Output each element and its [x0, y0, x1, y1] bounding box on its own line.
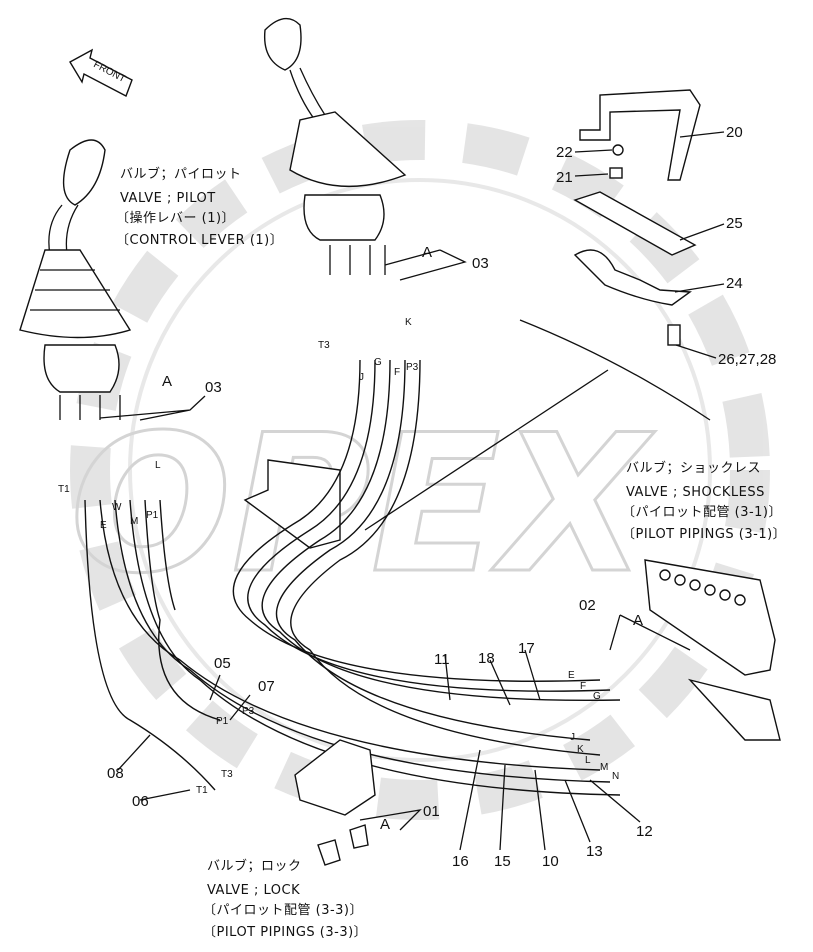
svg-text:〔パイロット配管 (3-3)〕: 〔パイロット配管 (3-3)〕	[203, 903, 363, 918]
svg-text:T1: T1	[58, 484, 70, 495]
svg-text:L: L	[155, 460, 161, 471]
svg-text:J: J	[570, 732, 575, 743]
svg-text:L: L	[585, 755, 591, 766]
leader-lines	[364, 319, 711, 531]
callout: A	[162, 373, 172, 390]
svg-text:バルブ；ロック: バルブ；ロック	[207, 858, 302, 874]
callout-leaders	[99, 131, 725, 851]
callout: 08	[107, 765, 124, 782]
bracket-20	[579, 89, 701, 181]
callout: 02	[579, 597, 596, 614]
port-letters: T3 K J G F P3 T1 L E W M P1 E F G J K L …	[58, 317, 619, 796]
callout: 16	[452, 853, 469, 870]
callout: 15	[494, 853, 511, 870]
svg-text:K: K	[405, 317, 412, 328]
svg-text:G: G	[593, 691, 601, 702]
svg-text:バルブ；ショックレス: バルブ；ショックレス	[626, 460, 761, 476]
svg-text:N: N	[612, 771, 619, 782]
caption-lock-valve: バルブ；ロック VALVE ; LOCK 〔パイロット配管 (3-3)〕 〔PI…	[203, 858, 367, 940]
callout: 21	[556, 169, 573, 186]
callout: 20	[726, 124, 743, 141]
svg-text:VALVE ; SHOCKLESS: VALVE ; SHOCKLESS	[626, 485, 765, 500]
watermark-gear	[70, 120, 770, 820]
callout: 13	[586, 843, 603, 860]
bolt-26	[667, 324, 681, 346]
clamp-24	[573, 249, 692, 306]
svg-text:T3: T3	[221, 769, 233, 780]
callout: 06	[132, 793, 149, 810]
callout: A	[380, 816, 390, 833]
callout: 17	[518, 640, 535, 657]
svg-text:J: J	[359, 372, 364, 383]
svg-text:G: G	[374, 357, 382, 368]
front-arrow-icon: FRONT	[69, 48, 133, 97]
svg-text:M: M	[130, 516, 138, 527]
svg-text:〔PILOT PIPINGS (3-3)〕: 〔PILOT PIPINGS (3-3)〕	[203, 925, 367, 940]
callout: 01	[423, 803, 440, 820]
caption-shockless-valve: バルブ；ショックレス VALVE ; SHOCKLESS 〔パイロット配管 (3…	[622, 460, 786, 542]
callout: 22	[556, 144, 573, 161]
washer-22	[612, 144, 624, 156]
svg-text:P1: P1	[146, 510, 159, 521]
callout: 11	[434, 651, 450, 668]
valve-ports	[659, 569, 746, 606]
valve-mount-bracket	[687, 678, 781, 741]
plate-25	[573, 191, 697, 256]
svg-text:T3: T3	[318, 340, 330, 351]
callout: A	[633, 612, 643, 629]
svg-text:VALVE ; PILOT: VALVE ; PILOT	[120, 191, 216, 206]
callout: 10	[542, 853, 559, 870]
callout: 03	[205, 379, 222, 396]
svg-text:K: K	[577, 744, 584, 755]
svg-text:〔PILOT PIPINGS (3-1)〕: 〔PILOT PIPINGS (3-1)〕	[622, 527, 786, 542]
lock-valve	[294, 739, 376, 816]
callout: 12	[636, 823, 653, 840]
callout: 24	[726, 275, 743, 292]
left-control-lever	[19, 139, 132, 420]
callout: A	[422, 244, 432, 261]
svg-text:P3: P3	[242, 706, 255, 717]
shockless-valve-block	[644, 559, 776, 676]
watermark-text: OPEX	[70, 394, 656, 615]
svg-text:E: E	[100, 520, 107, 531]
lock-valve-fittings	[317, 824, 369, 866]
callout: 03	[472, 255, 489, 272]
svg-text:VALVE ; LOCK: VALVE ; LOCK	[207, 883, 300, 898]
callout: 05	[214, 655, 231, 672]
svg-text:T1: T1	[196, 785, 208, 796]
callout: 07	[258, 678, 275, 695]
callout: 25	[726, 215, 743, 232]
svg-text:P3: P3	[406, 362, 419, 373]
svg-text:W: W	[112, 502, 122, 513]
svg-text:〔パイロット配管 (3-1)〕: 〔パイロット配管 (3-1)〕	[622, 505, 782, 520]
svg-text:〔CONTROL LEVER (1)〕: 〔CONTROL LEVER (1)〕	[116, 233, 283, 248]
svg-text:M: M	[600, 762, 608, 773]
svg-text:F: F	[580, 681, 586, 692]
svg-text:〔操作レバー (1)〕: 〔操作レバー (1)〕	[116, 210, 235, 226]
callout: 26,27,28	[718, 351, 776, 368]
right-control-lever	[263, 17, 407, 275]
callout-numbers: 20 22 21 25 24 26,27,28 03 A 03 A 02 A 0…	[107, 124, 776, 870]
svg-text:P1: P1	[216, 716, 229, 727]
svg-text:F: F	[394, 367, 400, 378]
caption-pilot-valve: バルブ；パイロット VALVE ; PILOT 〔操作レバー (1)〕 〔CON…	[116, 166, 283, 248]
svg-text:バルブ；パイロット: バルブ；パイロット	[120, 166, 242, 182]
bolt-21	[609, 167, 623, 179]
svg-text:E: E	[568, 670, 575, 681]
